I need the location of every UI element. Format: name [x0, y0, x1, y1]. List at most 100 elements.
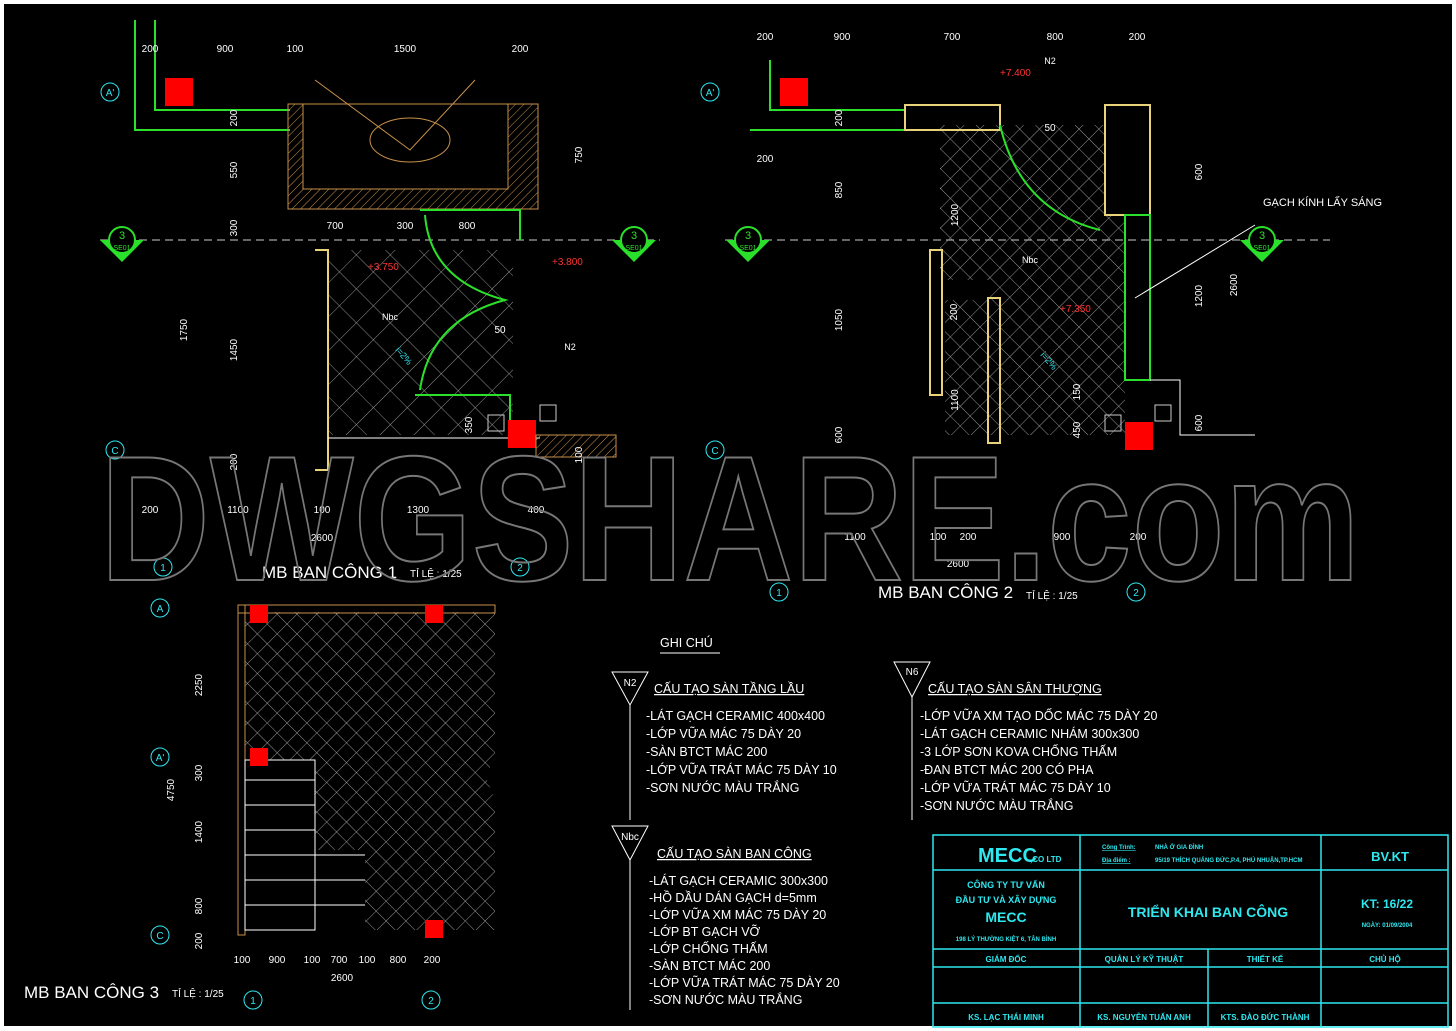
- company-line: MECC: [985, 909, 1026, 925]
- dimension-value: 200: [757, 154, 774, 165]
- dimension-value: 700: [331, 955, 348, 966]
- project-value: NHÀ Ở GIA ĐÌNH: [1155, 843, 1203, 851]
- note-item: -SƠN NƯỚC MÀU TRẮNG: [646, 780, 799, 795]
- grid-bubble-icon: [100, 82, 120, 102]
- notes-heading: GHI CHÚ: [660, 635, 713, 650]
- dimension-value: 1200: [1194, 284, 1205, 307]
- dimension-value: 1100: [227, 505, 249, 516]
- plan-2: [750, 60, 1256, 450]
- grid-label: 1: [776, 588, 782, 599]
- section-bubble-icon: [1248, 226, 1276, 254]
- plan-scale: TỈ LỆ : 1/25: [410, 567, 462, 580]
- dimension-value: 200: [960, 532, 977, 543]
- plan-title: MB BAN CÔNG 1: [262, 563, 397, 582]
- dimension-value: 200: [142, 505, 159, 516]
- note-item: -LỚP CHỐNG THẤM: [649, 941, 768, 956]
- note-item: -LỚP VỮA TRÁT MÁC 75 DÀY 10: [646, 762, 837, 777]
- dimension-value: 200: [757, 32, 774, 43]
- floor-tag: Nbc: [1022, 255, 1039, 265]
- note-group-title: CẤU TẠO SÀN SÂN THƯỢNG: [928, 681, 1102, 696]
- signatory-name: KS. LẠC THÁI MINH: [968, 1013, 1044, 1022]
- level-mark: +7.400: [1000, 68, 1031, 79]
- dimension-value: 300: [397, 221, 414, 232]
- note-group-title: CẤU TẠO SÀN BAN CÔNG: [657, 846, 812, 861]
- plan-title: MB BAN CÔNG 3: [24, 983, 159, 1002]
- title-block-frame: [932, 834, 1449, 1028]
- company-line: CÔNG TY TƯ VẤN: [967, 879, 1045, 890]
- dimension-value: 100: [574, 446, 585, 463]
- dimension-value: 1200: [950, 203, 961, 226]
- grid-bubble-icon: [510, 557, 530, 577]
- dimension-value: 800: [459, 221, 476, 232]
- note-item: -SƠN NƯỚC MÀU TRẮNG: [649, 992, 802, 1007]
- note-item: -LỚP VỮA XM TẠO DỐC MÁC 75 DÀY 20: [920, 708, 1157, 723]
- level-mark: +3.750: [368, 262, 399, 273]
- dimension-value: 600: [1194, 163, 1205, 180]
- dimension-value: 450: [1072, 421, 1083, 438]
- note-item: -LỚP BT GẠCH VỠ: [649, 924, 761, 939]
- dimension-value: 750: [574, 146, 585, 163]
- note-tag: N6: [906, 667, 919, 678]
- dimension-value: 300: [229, 219, 240, 236]
- dimension-value: 1100: [950, 389, 961, 411]
- note-item: -LÁT GẠCH CERAMIC 400x400: [646, 708, 825, 723]
- dimension-value: 2600: [311, 533, 334, 544]
- watermark: DWGSHARE.com: [100, 419, 1360, 618]
- floor-tag: Nbc: [382, 312, 399, 322]
- company-logo-text: MECC: [978, 845, 1037, 867]
- note-item: -LỚP VỮA TRÁT MÁC 75 DÀY 20: [649, 975, 840, 990]
- dimension-value: 200: [1130, 532, 1147, 543]
- note-markers: [611, 652, 931, 1010]
- leader-line: [1134, 224, 1256, 299]
- dimension-value: 350: [464, 416, 475, 433]
- drawing-title: TRIỂN KHAI BAN CÔNG: [1128, 903, 1288, 920]
- dimension-value: 800: [1047, 32, 1064, 43]
- dimension-value: 200: [512, 44, 529, 55]
- role-label: QUẢN LÝ KỸ THUẬT: [1105, 955, 1184, 964]
- dimension-value: 50: [1044, 123, 1056, 134]
- dimension-value: 1450: [229, 338, 240, 361]
- note-group-title: CẤU TẠO SÀN TẦNG LẦU: [654, 681, 804, 696]
- grid-bubble-icon: [705, 440, 725, 460]
- note-item: -3 LỚP SƠN KOVA CHỐNG THẤM: [920, 744, 1117, 759]
- floor-tag: N2: [1044, 56, 1056, 66]
- grid-bubble-icon: [150, 925, 170, 945]
- dimension-value: 200: [1129, 32, 1146, 43]
- dimension-value: 1750: [179, 318, 190, 341]
- dimension-value: 150: [1072, 383, 1083, 400]
- dimension-value: 50: [494, 325, 506, 336]
- note-item: -LỚP VỮA XM MÁC 75 DÀY 20: [649, 907, 826, 922]
- drawing-code: BV.KT: [1371, 849, 1409, 864]
- note-item: -SƠN NƯỚC MÀU TRẮNG: [920, 798, 1073, 813]
- grid-bubble-icon: [700, 82, 720, 102]
- grid-bubble-icon: [150, 598, 170, 618]
- grid-bubble-icon: [105, 440, 125, 460]
- grid-label: 2: [517, 563, 523, 574]
- grid-label: 2: [428, 996, 434, 1007]
- dimension-value: 400: [528, 505, 545, 516]
- grid-label: A': [706, 88, 715, 99]
- dimension-value: 200: [194, 932, 205, 949]
- section-number: 3: [745, 230, 751, 242]
- role-label: CHỦ HỘ: [1369, 955, 1401, 964]
- dimension-value: 200: [424, 955, 441, 966]
- dimension-value: 700: [327, 221, 344, 232]
- dimension-value: 700: [944, 32, 961, 43]
- dimension-value: 1500: [394, 44, 417, 55]
- dimension-value: 100: [930, 532, 947, 543]
- dimension-value: 1300: [407, 505, 430, 516]
- note-item: -ĐAN BTCT MÁC 200 CÓ PHA: [920, 762, 1094, 777]
- section-number: 3: [1259, 230, 1265, 242]
- note-item: -SÀN BTCT MÁC 200: [646, 744, 767, 759]
- plan-title: MB BAN CÔNG 2: [878, 583, 1013, 602]
- note-tag: Nbc: [621, 832, 639, 843]
- dimension-value: 300: [194, 764, 205, 781]
- dimension-value: 200: [142, 44, 159, 55]
- dimension-value: 200: [229, 453, 240, 470]
- floor-tag: N2: [564, 342, 576, 352]
- material-label: GẠCH KÍNH LẤY SÁNG: [1263, 196, 1382, 209]
- grid-bubble-icon: [150, 747, 170, 767]
- dimension-value: 900: [269, 955, 286, 966]
